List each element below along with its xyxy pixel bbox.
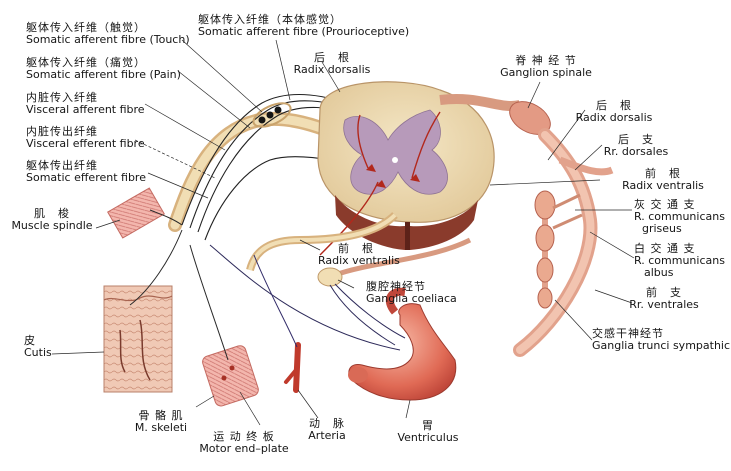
label-ganglia-coeliaca: 腹腔神经节 Ganglia coeliaca	[366, 281, 457, 305]
label-rr-dorsales-en: Rr. dorsales	[603, 145, 669, 158]
label-motor-endplate-en: Motor end–plate	[199, 442, 289, 455]
label-motor-endplate-zh: 运 动 终 板	[213, 430, 275, 443]
label-rr-ventrales: 前 支 Rr. ventrales	[624, 287, 704, 311]
skin-section	[103, 229, 183, 393]
label-somatic-efferent-en: Somatic efferent fibre	[26, 171, 146, 184]
label-radix-dorsalis-right: 后 根 Radix dorsalis	[574, 100, 654, 124]
label-somatic-pain-en: Somatic afferent fibre (Pain)	[26, 68, 181, 81]
label-rr-dorsales: 后 支 Rr. dorsales	[600, 134, 672, 158]
efferent-cell-bodies	[366, 164, 420, 188]
label-radix-dorsalis-top: 后 根 Radix dorsalis	[290, 52, 374, 76]
splanchnic-nerve	[334, 237, 472, 278]
label-visceral-efferent-en: Visceral efferent fibre	[26, 137, 145, 150]
spinal-cord-section	[317, 81, 495, 250]
label-somatic-proprio: 躯体传入纤维（本体感觉） Somatic afferent fibre (Pro…	[198, 14, 409, 38]
leader-lines	[51, 39, 635, 426]
label-somatic-pain-zh: 躯体传入纤维（痛觉）	[26, 56, 146, 69]
skeletal-muscle	[189, 244, 259, 407]
label-arteria: 动 脉 Arteria	[300, 418, 354, 442]
label-somatic-touch: 躯体传入纤维（触觉） Somatic afferent fibre (Touch…	[26, 22, 190, 46]
label-radix-dorsalis-right-zh: 后 根	[596, 99, 632, 112]
label-visceral-afferent-en: Visceral afferent fibre	[26, 103, 145, 116]
label-ganglia-coeliaca-en: Ganglia coeliaca	[366, 292, 457, 305]
label-somatic-pain: 躯体传入纤维（痛觉） Somatic afferent fibre (Pain)	[26, 57, 181, 81]
inner-ganglion-outline	[252, 102, 292, 128]
label-ganglion-spinale-en: Ganglion spinale	[500, 66, 592, 79]
label-radix-dorsalis-top-zh: 后 根	[314, 51, 350, 64]
label-ventriculus-zh: 胃	[422, 419, 434, 432]
label-somatic-efferent: 躯体传出纤维 Somatic efferent fibre	[26, 160, 146, 184]
spinal-ganglion-right	[439, 94, 614, 357]
label-ganglion-spinale-zh: 脊 神 经 节	[515, 54, 577, 67]
label-r-comm-griseus-en2: griseus	[642, 222, 682, 235]
label-cutis: 皮 Cutis	[24, 335, 52, 359]
label-r-comm-griseus-zh: 灰 交 通 支	[634, 198, 696, 211]
label-m-skeleti-en: M. skeleti	[134, 421, 188, 434]
label-visceral-efferent: 内脏传出纤维 Visceral efferent fibre	[26, 126, 145, 150]
label-muscle-spindle: 肌 梭 Muscle spindle	[8, 208, 96, 232]
muscle-spindle	[107, 187, 183, 239]
label-r-comm-griseus: 灰 交 通 支 R. communicans griseus	[634, 199, 725, 235]
label-rr-dorsales-zh: 后 支	[618, 133, 654, 146]
label-radix-dorsalis-top-en: Radix dorsalis	[293, 63, 371, 76]
label-radix-ventralis-right-en: Radix ventralis	[622, 179, 704, 192]
label-cutis-zh: 皮	[24, 334, 36, 347]
visceral-fibres	[209, 244, 406, 351]
label-arteria-zh: 动 脉	[309, 417, 345, 430]
label-ganglia-trunci-en: Ganglia trunci sympathici	[592, 339, 731, 352]
label-arteria-en: Arteria	[308, 429, 346, 442]
label-visceral-afferent: 内脏传入纤维 Visceral afferent fibre	[26, 92, 145, 116]
label-somatic-touch-zh: 躯体传入纤维（触觉）	[26, 21, 146, 34]
label-m-skeleti: 骨 骼 肌 M. skeleti	[122, 410, 200, 434]
label-r-comm-albus-en2: albus	[644, 266, 674, 279]
efferent-neurons	[319, 111, 441, 256]
label-ventriculus-en: Ventriculus	[397, 431, 459, 444]
label-ganglia-coeliaca-zh: 腹腔神经节	[366, 280, 426, 293]
label-muscle-spindle-zh: 肌 梭	[34, 207, 70, 220]
label-radix-ventralis-inner: 前 根 Radix ventralis	[318, 242, 400, 267]
label-ventriculus: 胃 Ventriculus	[388, 420, 468, 444]
label-muscle-spindle-en: Muscle spindle	[11, 219, 93, 232]
label-visceral-afferent-zh: 内脏传入纤维	[26, 91, 98, 104]
label-radix-dorsalis-right-en: Radix dorsalis	[575, 111, 653, 124]
stomach	[348, 287, 457, 401]
ganglion-cell-bodies	[258, 106, 282, 124]
label-radix-ventralis-right-zh: 前 根	[645, 167, 681, 180]
label-visceral-efferent-zh: 内脏传出纤维	[26, 125, 98, 138]
label-somatic-proprio-en: Somatic afferent fibre (Prourioceptive)	[198, 25, 410, 38]
sympathetic-chain	[534, 190, 583, 309]
label-radix-ventralis-right: 前 根 Radix ventralis	[618, 168, 708, 192]
ganglia-coeliaca	[317, 267, 343, 287]
label-radix-ventralis-inner-en: Radix ventralis	[318, 254, 400, 267]
label-cutis-en: Cutis	[24, 346, 52, 359]
label-radix-ventralis-inner-zh: 前 根	[338, 242, 374, 255]
label-r-comm-albus-en: R. communicans	[634, 254, 725, 267]
label-ganglia-trunci: 交感干神经节 Ganglia trunci sympathici	[592, 328, 731, 352]
label-r-comm-griseus-en: R. communicans	[634, 210, 725, 223]
label-somatic-proprio-zh: 躯体传入纤维（本体感觉）	[198, 13, 342, 26]
artery	[253, 254, 301, 393]
label-ganglia-trunci-zh: 交感干神经节	[592, 327, 664, 340]
label-somatic-efferent-zh: 躯体传出纤维	[26, 159, 98, 172]
label-ganglion-spinale: 脊 神 经 节 Ganglion spinale	[498, 55, 594, 79]
label-motor-endplate: 运 动 终 板 Motor end–plate	[194, 431, 294, 455]
label-rr-ventrales-zh: 前 支	[646, 286, 682, 299]
label-somatic-touch-en: Somatic afferent fibre (Touch)	[26, 33, 190, 46]
label-rr-ventrales-en: Rr. ventrales	[629, 298, 699, 311]
label-r-comm-albus-zh: 白 交 通 支	[634, 242, 696, 255]
label-m-skeleti-zh: 骨 骼 肌	[138, 409, 184, 422]
label-r-comm-albus: 白 交 通 支 R. communicans albus	[634, 243, 725, 279]
